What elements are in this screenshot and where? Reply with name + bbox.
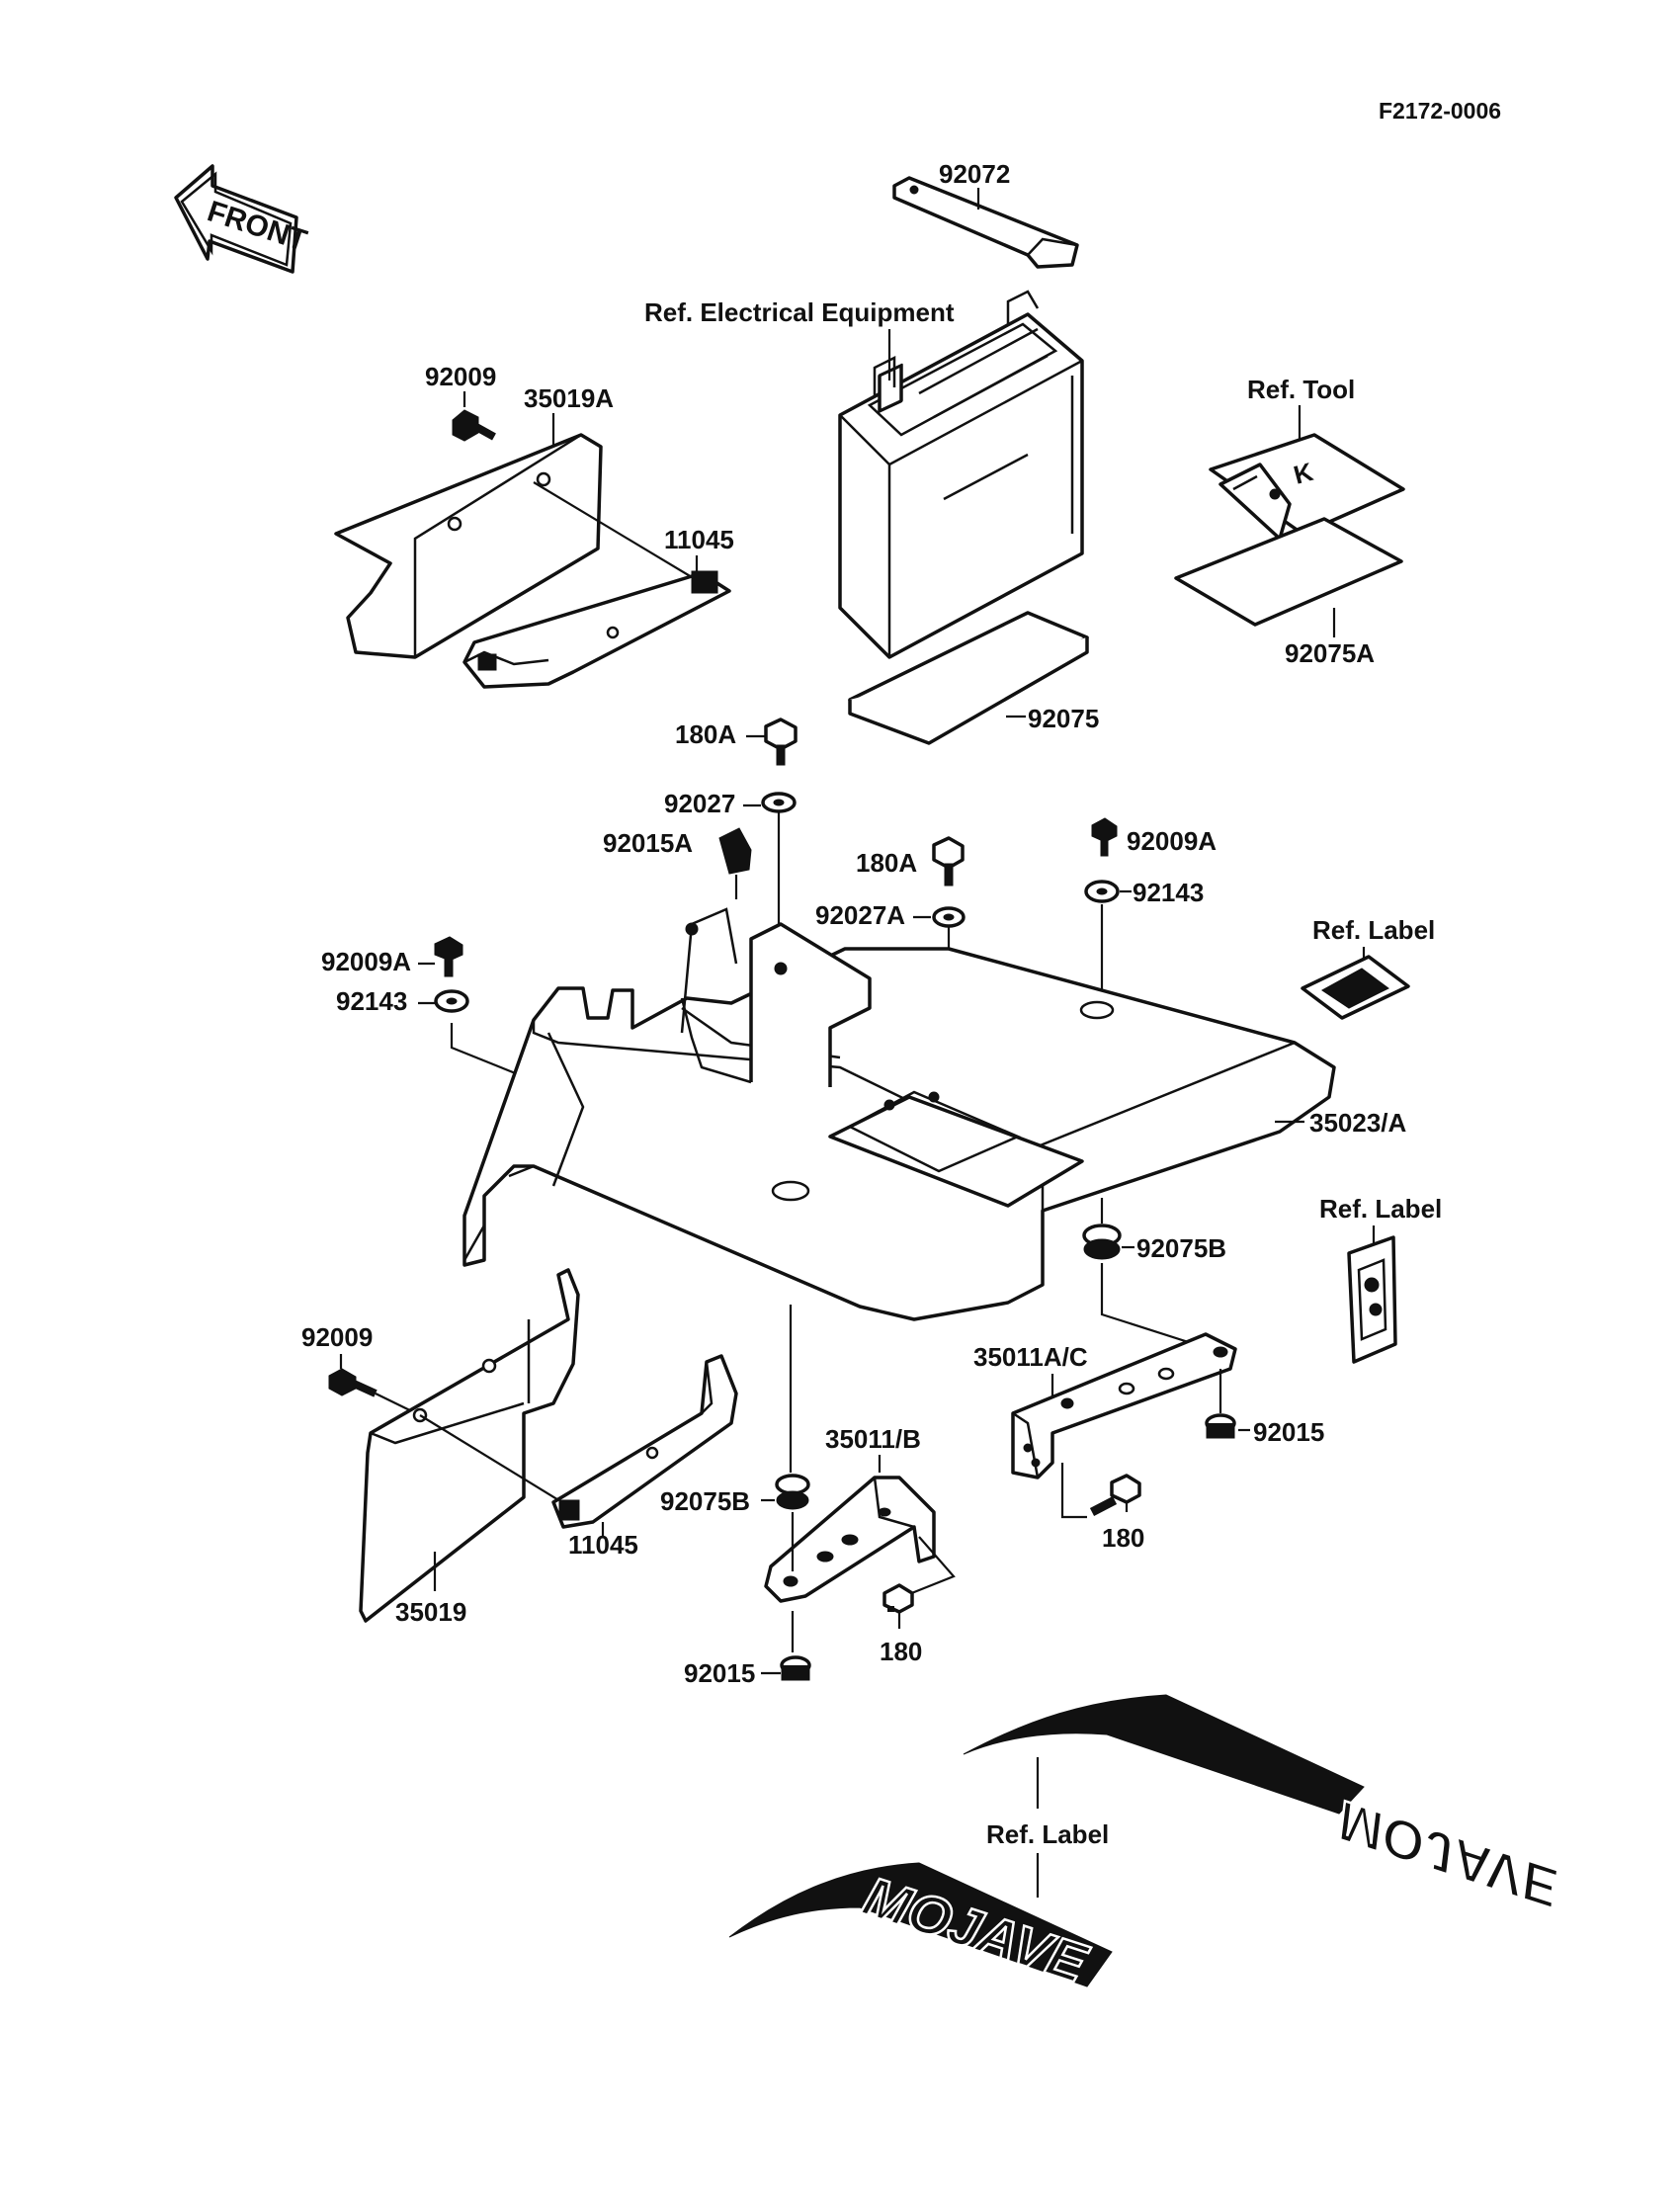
- label-92015-bottom: 92015: [684, 1658, 755, 1688]
- label-92143-right: 92143: [1133, 878, 1204, 907]
- label-35011B: 35011/B: [825, 1424, 921, 1454]
- label-35019: 35019: [395, 1597, 466, 1627]
- label-92015-right: 92015: [1253, 1417, 1324, 1447]
- label-92075B-right: 92075B: [1136, 1233, 1226, 1263]
- label-11045-bottom: 11045: [568, 1530, 638, 1560]
- label-92009-bottom: 92009: [301, 1322, 373, 1352]
- washer-icon: [434, 989, 469, 1013]
- label-92072: 92072: [939, 159, 1010, 189]
- label-180-left: 180: [880, 1637, 922, 1666]
- bracket-11045-bottom: [551, 1354, 738, 1529]
- label-ref-label-2: Ref. Label: [1319, 1194, 1442, 1224]
- bolt-icon: [328, 1368, 378, 1397]
- label-92027: 92027: [664, 789, 735, 818]
- label-sticker-2: [1347, 1235, 1397, 1364]
- bolt-icon: [882, 1583, 914, 1614]
- bracket-11045-top: [462, 570, 731, 689]
- battery-icon: [838, 290, 1084, 659]
- label-ref-tool: Ref. Tool: [1247, 375, 1355, 404]
- mojave-text-bottom: MOJAVE: [856, 1864, 1095, 1994]
- label-ref-electrical: Ref. Electrical Equipment: [644, 297, 955, 327]
- label-92009A-left: 92009A: [321, 947, 411, 976]
- label-92075A: 92075A: [1285, 638, 1375, 668]
- label-11045-top: 11045: [664, 525, 734, 554]
- battery-tray-35023A: [462, 907, 1336, 1321]
- grommet-icon: [775, 1474, 810, 1510]
- label-92009-top: 92009: [425, 362, 496, 391]
- clip-92015A: [718, 827, 752, 875]
- label-180A-2: 180A: [856, 848, 917, 878]
- label-92075: 92075: [1028, 704, 1099, 733]
- label-ref-label-3: Ref. Label: [986, 1819, 1109, 1849]
- label-92015A: 92015A: [603, 828, 693, 858]
- side-cover-35019A: [334, 433, 603, 659]
- label-35023A: 35023/A: [1309, 1108, 1407, 1138]
- label-92009A-right: 92009A: [1127, 826, 1217, 856]
- bolt-icon: [1091, 817, 1118, 857]
- label-92143-left: 92143: [336, 986, 407, 1016]
- label-92027A: 92027A: [815, 900, 905, 930]
- grommet-icon: [1082, 1224, 1122, 1260]
- bracket-35011B: [764, 1476, 936, 1603]
- battery-pad: [848, 611, 1089, 745]
- front-arrow-icon: FRONT: [174, 164, 310, 274]
- mojave-text-top: MOJAVE: [1328, 1790, 1567, 1920]
- mojave-decal-top: MOJAVE: [963, 1694, 1568, 1921]
- nut-icon: [780, 1655, 811, 1681]
- label-92075B-left: 92075B: [660, 1486, 750, 1516]
- diagram-code: F2172-0006: [1379, 98, 1501, 124]
- bolt-icon: [1089, 1474, 1141, 1516]
- label-180-right: 180: [1102, 1523, 1144, 1553]
- battery-strap: [892, 176, 1079, 269]
- bracket-35011AC: [1011, 1332, 1237, 1479]
- tool-kit: K: [1174, 433, 1405, 627]
- label-ref-label-1: Ref. Label: [1312, 915, 1435, 945]
- label-sticker-1: [1301, 955, 1410, 1020]
- washer-icon: [761, 792, 797, 813]
- bolt-icon: [764, 718, 798, 766]
- bolt-icon: [434, 936, 463, 977]
- washer-icon: [1084, 880, 1120, 903]
- bolt-icon: [932, 836, 965, 887]
- washer-icon: [932, 906, 966, 928]
- nut-icon: [1205, 1413, 1236, 1439]
- mojave-decal-bottom: MOJAVE: [728, 1862, 1113, 1996]
- label-35011AC: 35011A/C: [973, 1342, 1088, 1372]
- bolt-icon: [452, 409, 496, 442]
- label-180A-1: 180A: [675, 719, 736, 749]
- label-35019A: 35019A: [524, 383, 614, 413]
